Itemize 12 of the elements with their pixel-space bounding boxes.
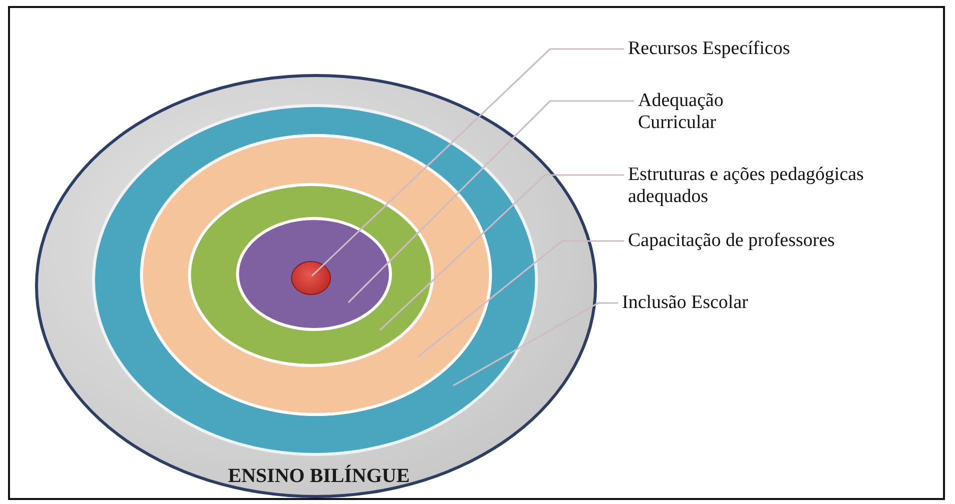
layer-label: Capacitação de professores: [628, 230, 928, 252]
layer-label: Recursos Específicos: [628, 38, 888, 60]
leader-line: [348, 100, 634, 304]
layer-label: Inclusão Escolar: [622, 292, 872, 314]
center-dot: [291, 261, 331, 295]
ring-label: ENSINO BILÍNGUE: [228, 465, 410, 488]
leader-line: [418, 240, 624, 358]
leader-line: [379, 174, 624, 331]
layer-label: Estruturas e ações pedagógicas adequados: [628, 164, 918, 208]
layer-label: Adequação Curricular: [638, 90, 788, 134]
leader-line: [311, 48, 624, 277]
leader-line: [452, 302, 618, 386]
